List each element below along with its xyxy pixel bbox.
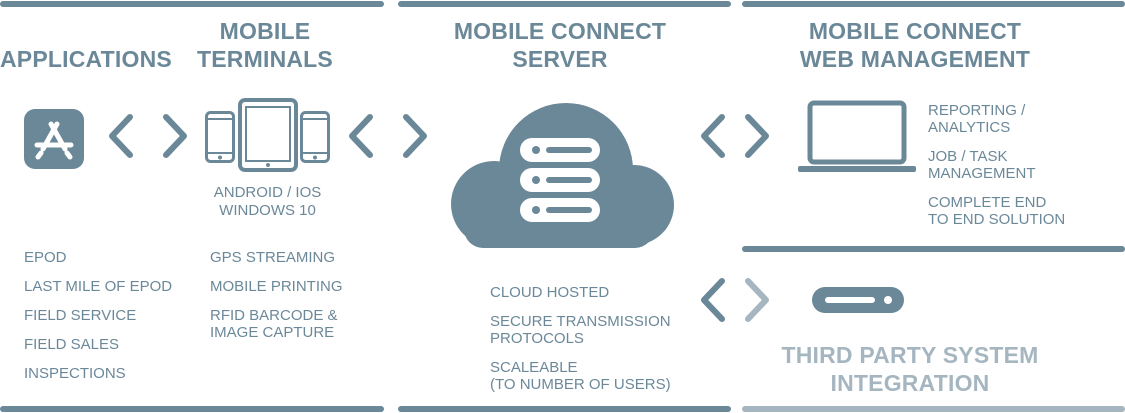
phone-icon [300, 111, 330, 163]
top-divider-center [398, 1, 731, 7]
chevron-left-icon [701, 278, 725, 322]
list-item: INSPECTIONS [24, 365, 126, 382]
heading-mobile-connect-server: MOBILE CONNECT SERVER [453, 18, 667, 72]
platform-android-ios: ANDROID / IOS [213, 184, 322, 201]
middle-divider-right [742, 246, 1125, 252]
server-feature-secure: SECURE TRANSMISSION PROTOCOLS [490, 313, 671, 347]
phone-icon [205, 111, 235, 163]
web-feature-job-task: JOB / TASK MANAGEMENT [928, 148, 1036, 182]
cloud-server-icon [451, 103, 674, 248]
chevron-left-icon [109, 114, 133, 158]
platform-windows: WINDOWS 10 [219, 202, 316, 219]
chevron-left-icon [349, 114, 373, 158]
terminal-feature-capture: RFID BARCODE & IMAGE CAPTURE [210, 307, 338, 341]
list-item: EPOD [24, 249, 67, 266]
heading-mobile-terminals: MOBILE TERMINALS [197, 18, 333, 72]
laptop-icon [798, 100, 916, 172]
terminal-feature-gps: GPS STREAMING [210, 249, 336, 266]
list-item: FIELD SERVICE [24, 307, 137, 324]
web-feature-complete: COMPLETE END TO END SOLUTION [928, 194, 1066, 228]
list-item: LAST MILE OF EPOD [24, 278, 173, 295]
platform-list: ANDROID / IOS WINDOWS 10 [200, 184, 335, 220]
server-feature-cloud: CLOUD HOSTED [490, 284, 610, 301]
chevron-left-icon [701, 114, 725, 158]
top-divider-right [742, 1, 1125, 7]
bottom-divider-right [742, 406, 1125, 412]
tablet-icon [238, 98, 298, 172]
terminal-feature-printing: MOBILE PRINTING [210, 278, 343, 295]
app-store-icon [24, 109, 84, 169]
server-feature-scale: SCALEABLE (TO NUMBER OF USERS) [490, 359, 671, 393]
chevron-right-icon [745, 278, 769, 322]
heading-applications: APPLICATIONS [0, 46, 172, 72]
bottom-divider-center [398, 406, 731, 412]
bottom-divider-left [0, 406, 384, 412]
terminal-feature-list: GPS STREAMING MOBILE PRINTING RFID BARCO… [210, 249, 380, 341]
applications-list: EPOD LAST MILE OF EPOD FIELD SERVICE FIE… [24, 249, 194, 394]
chevron-right-icon [403, 114, 427, 158]
chevron-right-icon [745, 114, 769, 158]
chevron-right-icon [163, 114, 187, 158]
web-feature-reporting: REPORTING / ANALYTICS [928, 102, 1026, 136]
web-feature-list: REPORTING / ANALYTICS JOB / TASK MANAGEM… [928, 102, 1108, 240]
server-rack-icon [812, 287, 904, 313]
top-divider-left [0, 1, 384, 7]
list-item: FIELD SALES [24, 336, 120, 353]
server-feature-list: CLOUD HOSTED SECURE TRANSMISSION PROTOCO… [490, 284, 690, 405]
heading-third-party-integration: THIRD PARTY SYSTEM INTEGRATION [781, 342, 1039, 396]
heading-web-management: MOBILE CONNECT WEB MANAGEMENT [799, 18, 1031, 72]
